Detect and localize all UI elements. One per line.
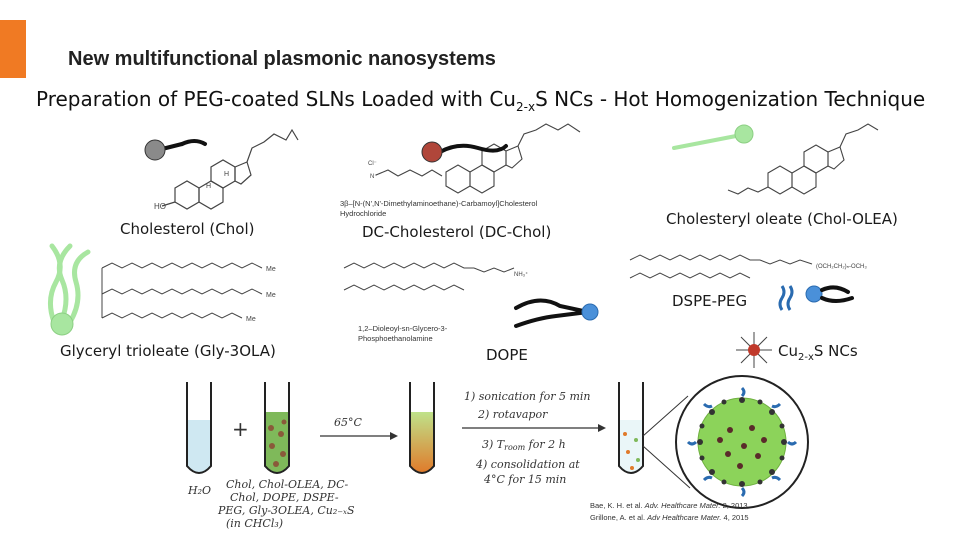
svg-text:Cl⁻: Cl⁻ [368,161,377,167]
organic-line4: (in CHCl₃) [226,517,283,530]
gly-3ola-schematic-icon [48,243,91,336]
svg-text:HO: HO [154,202,166,211]
tube-water [186,382,212,474]
cholesterol-structure: HO H H [154,128,299,211]
organic-line3: PEG, Gly-3OLEA, Cu₂₋ₓS [217,504,355,517]
label-nanocrystals: Cu2-xS NCs [778,342,858,363]
label-cholesterol: Cholesterol (Chol) [120,220,255,238]
tube-water-label: H₂O [187,484,211,497]
chol-olea-schematic-icon [672,124,754,150]
dope-schematic-icon [514,298,599,328]
plus-sign: + [232,417,249,441]
reference-1: Bae, K. H. et al. Adv. Healthcare Mater.… [590,501,748,510]
gly-3ola-head [50,312,74,336]
label-dspe-peg: DSPE-PEG [672,292,748,310]
dc-chol-head [421,141,443,163]
label-dc-cholesterol: DC-Cholesterol (DC-Chol) [362,223,552,241]
svg-text:N⁺: N⁺ [370,173,378,180]
svg-text:(OCH₂CH₂)ₙ-OCH₃: (OCH₂CH₂)ₙ-OCH₃ [816,264,867,270]
svg-text:Me: Me [246,316,256,323]
slide-subtitle: Preparation of PEG-coated SLNs Loaded wi… [36,87,926,114]
nanocrystal-icon [736,332,772,368]
chol-olea-head [734,124,754,144]
dc-chol-fullname: 3β–[N-(N',N'-Dimethylaminoethane)-Carbam… [340,199,538,218]
chol-olea-structure [727,123,879,195]
label-gly-3ola: Glyceryl trioleate (Gly-3OLA) [60,342,276,360]
reference-2: Grillone, A. et al. Adv Healthcare Mater… [590,513,749,522]
svg-text:H: H [206,183,211,190]
chol-schematic-icon [144,139,207,161]
accent-bar [0,20,26,78]
organic-line1: Chol, Chol-OLEA, DC- [226,478,349,491]
tube-organic [264,382,290,474]
temperature-label: 65°C [334,416,362,429]
dspe-head [805,285,823,303]
chol-head [144,139,166,161]
slide-title: New multifunctional plasmonic nanosystem… [68,48,496,70]
dope-head [581,303,599,321]
sln-zoom [675,375,809,509]
gly-3ola-structure: Me Me Me [101,262,276,323]
dspe-peg-structure: (OCH₂CH₂)ₙ-OCH₃ [629,254,867,279]
step-4a: 4) consolidation at [475,458,580,471]
tube-sln [618,382,644,474]
dope-fullname: 1,2–Dioleoyl-sn-Glycero-3-Phosphoethanol… [358,324,448,343]
process-diagram: H₂O + Chol, Chol-OLEA, DC- Chol, DOPE, D… [186,375,809,530]
step-1: 1) sonication for 5 min [464,390,591,403]
dspe-peg-schematic-icon [778,285,854,311]
label-dope: DOPE [486,346,528,364]
step-4b: 4°C for 15 min [483,473,566,486]
label-chol-olea: Cholesteryl oleate (Chol-OLEA) [666,210,898,228]
svg-text:Me: Me [266,266,276,273]
step-2: 2) rotavapor [477,408,548,421]
svg-text:Me: Me [266,292,276,299]
svg-text:NH₃⁺: NH₃⁺ [514,271,528,278]
tube-emulsion [409,382,435,474]
dc-chol-schematic-icon [421,141,508,163]
organic-line2: Chol, DOPE, DSPE- [230,491,339,504]
dope-structure: NH₃⁺ [343,262,528,291]
step-3: 3) Troom for 2 h [482,438,566,452]
svg-text:H: H [224,171,229,178]
